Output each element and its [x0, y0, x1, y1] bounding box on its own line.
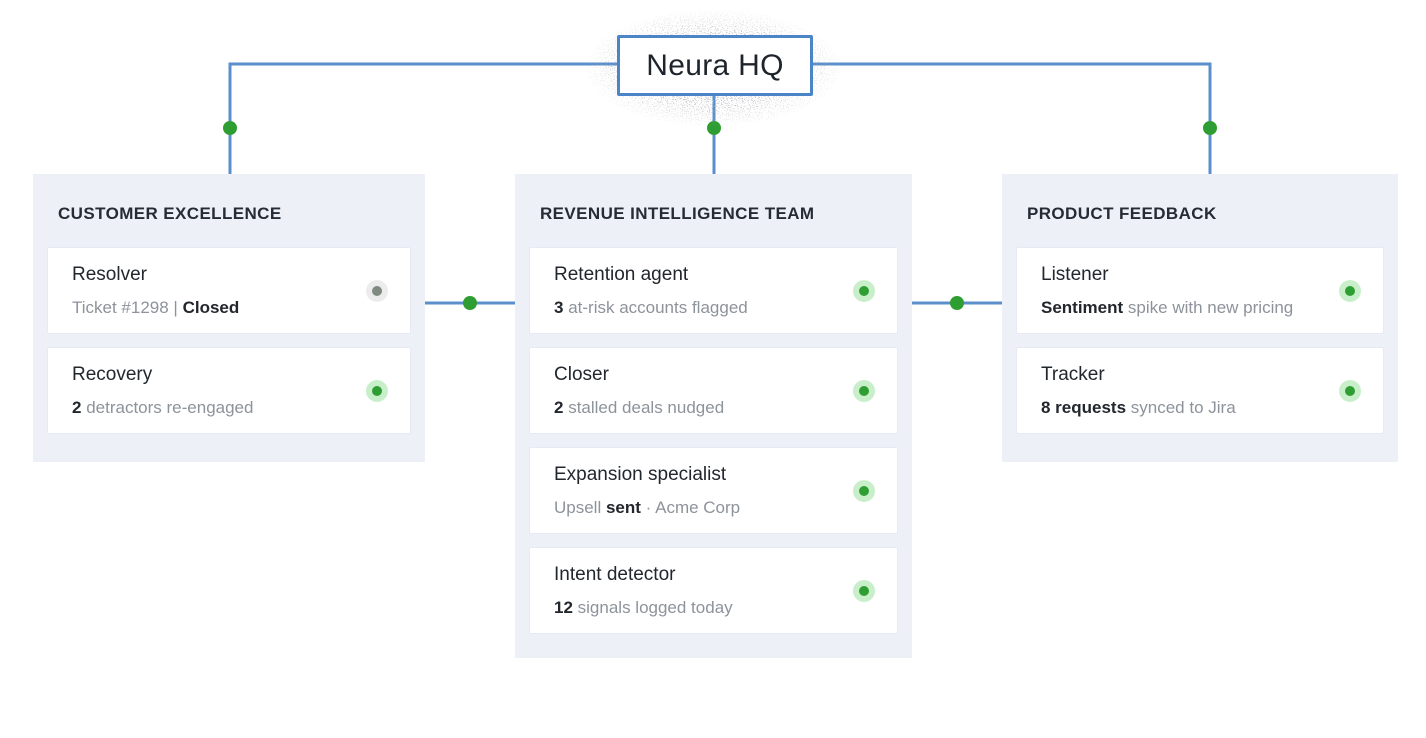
- agent-detail: Ticket #1298 | Closed: [72, 296, 239, 319]
- agent-detail: 2 detractors re-engaged: [72, 396, 253, 419]
- agent-name: Listener: [1041, 264, 1109, 285]
- status-dot-inner: [859, 385, 869, 396]
- agent-detail: 12 signals logged today: [554, 596, 733, 619]
- connector-node-dot: [463, 296, 477, 310]
- detail-strong: 3: [554, 298, 564, 317]
- status-dot: [853, 479, 875, 502]
- connector-node-dot: [223, 121, 237, 135]
- agent-card-expansion-specialist[interactable]: Expansion specialist Upsell sent · Acme …: [529, 447, 898, 534]
- root-node-label: Neura HQ: [646, 48, 784, 82]
- panel-revenue-intelligence-team: REVENUE INTELLIGENCE TEAM Retention agen…: [515, 174, 912, 658]
- detail-post: detractors re-engaged: [81, 398, 254, 417]
- panel-title: REVENUE INTELLIGENCE TEAM: [540, 204, 815, 223]
- detail-post: synced to Jira: [1126, 398, 1236, 417]
- panel-product-feedback: PRODUCT FEEDBACK Listener Sentiment spik…: [1002, 174, 1398, 462]
- detail-pre: Ticket #1298 |: [72, 298, 183, 317]
- detail-post: spike with new pricing: [1123, 298, 1294, 317]
- detail-strong: Closed: [182, 298, 240, 317]
- panel-title: CUSTOMER EXCELLENCE: [58, 204, 282, 223]
- status-dot: [1339, 379, 1361, 402]
- status-dot: [1339, 279, 1361, 302]
- status-dot-inner: [372, 385, 382, 396]
- agent-card-retention-agent[interactable]: Retention agent 3 at-risk accounts flagg…: [529, 247, 898, 334]
- agent-name: Resolver: [72, 264, 147, 285]
- status-dot: [853, 579, 875, 602]
- connector-node-dot: [950, 296, 964, 310]
- agent-detail: Upsell sent · Acme Corp: [554, 496, 740, 519]
- agent-card-tracker[interactable]: Tracker 8 requests synced to Jira: [1016, 347, 1384, 434]
- agent-detail: 2 stalled deals nudged: [554, 396, 724, 419]
- panel-customer-excellence: CUSTOMER EXCELLENCE Resolver Ticket #129…: [33, 174, 425, 462]
- detail-strong: 8 requests: [1041, 398, 1127, 417]
- status-dot: [853, 279, 875, 302]
- status-dot: [853, 379, 875, 402]
- agent-card-intent-detector[interactable]: Intent detector 12 signals logged today: [529, 547, 898, 634]
- agent-name: Expansion specialist: [554, 464, 727, 485]
- detail-post: · Acme Corp: [640, 498, 741, 517]
- detail-strong: Sentiment: [1041, 298, 1124, 317]
- agent-detail: 3 at-risk accounts flagged: [554, 296, 748, 319]
- detail-post: at-risk accounts flagged: [563, 298, 748, 317]
- agent-name: Retention agent: [554, 264, 689, 285]
- root-node[interactable]: Neura HQ: [617, 35, 813, 96]
- agent-card-resolver[interactable]: Resolver Ticket #1298 | Closed: [47, 247, 411, 334]
- status-dot: [366, 279, 388, 302]
- agent-card-recovery[interactable]: Recovery 2 detractors re-engaged: [47, 347, 411, 434]
- status-dot-inner: [859, 485, 869, 496]
- agent-card-listener[interactable]: Listener Sentiment spike with new pricin…: [1016, 247, 1384, 334]
- panel-title: PRODUCT FEEDBACK: [1027, 204, 1217, 223]
- status-dot-inner: [1345, 385, 1355, 396]
- detail-post: signals logged today: [572, 598, 733, 617]
- connector-node-dot: [1203, 121, 1217, 135]
- connector-node-dot: [707, 121, 721, 135]
- detail-strong: 2: [72, 398, 82, 417]
- detail-pre: Upsell: [554, 498, 606, 517]
- agent-name: Recovery: [72, 364, 153, 385]
- detail-strong: sent: [605, 498, 641, 517]
- detail-strong: 2: [554, 398, 564, 417]
- agent-name: Tracker: [1041, 364, 1105, 385]
- agent-detail: Sentiment spike with new pricing: [1041, 296, 1293, 319]
- agent-name: Closer: [554, 364, 609, 385]
- status-dot-inner: [859, 285, 869, 296]
- status-dot-inner: [1345, 285, 1355, 296]
- status-dot-inner: [859, 585, 869, 596]
- status-dot-inner: [372, 285, 382, 296]
- status-dot: [366, 379, 388, 402]
- agent-card-closer[interactable]: Closer 2 stalled deals nudged: [529, 347, 898, 434]
- agent-name: Intent detector: [554, 564, 676, 585]
- agent-detail: 8 requests synced to Jira: [1041, 396, 1236, 419]
- detail-post: stalled deals nudged: [563, 398, 725, 417]
- detail-strong: 12: [554, 598, 573, 617]
